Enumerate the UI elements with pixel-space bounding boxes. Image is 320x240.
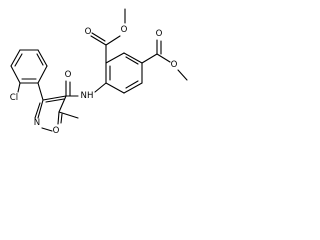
double-bond: [91, 32, 106, 42]
bond: [10, 49, 21, 67]
amide-linker: [65, 80, 107, 97]
bond: [10, 65, 21, 84]
atom-labels: O O O O O NH Cl N O: [10, 25, 178, 136]
bond: [177, 69, 188, 81]
atom-label-o-ester2-carbonyl: O: [156, 29, 163, 39]
bond: [123, 52, 143, 64]
isoxazole-ring: [34, 95, 79, 132]
bond: [37, 82, 44, 101]
atom-label-o-amide: O: [65, 70, 72, 80]
double-bond: [60, 113, 63, 124]
bond: [123, 82, 143, 94]
atom-label-o-ester2-ether: O: [171, 60, 178, 70]
atom-label-o-ring: O: [53, 126, 60, 136]
chlorophenyl-ring: [10, 49, 48, 101]
double-bond: [125, 56, 139, 65]
bond: [57, 111, 60, 125]
ester-group-right: [141, 39, 188, 81]
bond: [37, 99, 44, 119]
ester-group-top: [90, 8, 126, 64]
molecule-structure-diagram: O O O O O NH Cl N O: [10, 8, 188, 136]
bond: [105, 82, 125, 94]
bond: [37, 65, 48, 84]
bond: [141, 53, 158, 64]
bond: [94, 82, 107, 93]
atom-label-cl: Cl: [10, 93, 18, 103]
atom-label-o-ester1-ether: O: [121, 25, 128, 35]
bond: [58, 95, 67, 113]
double-bond: [90, 35, 107, 46]
atom-label-o-ester1-carbonyl: O: [85, 27, 92, 37]
atom-label-n: N: [34, 118, 40, 128]
double-bond: [45, 98, 65, 103]
bond: [105, 52, 125, 64]
benzene-ring-diester: [105, 52, 143, 94]
bond: [37, 49, 48, 67]
bond: [105, 35, 121, 46]
bond: [41, 127, 53, 132]
double-bond: [36, 53, 44, 66]
methyl-bond: [58, 111, 79, 119]
double-bond: [125, 80, 139, 89]
atom-label-nh: NH: [81, 91, 94, 101]
double-bond: [34, 102, 41, 119]
bond: [156, 53, 171, 63]
double-bond: [14, 53, 23, 67]
bond: [42, 95, 67, 101]
bond: [17, 82, 21, 93]
